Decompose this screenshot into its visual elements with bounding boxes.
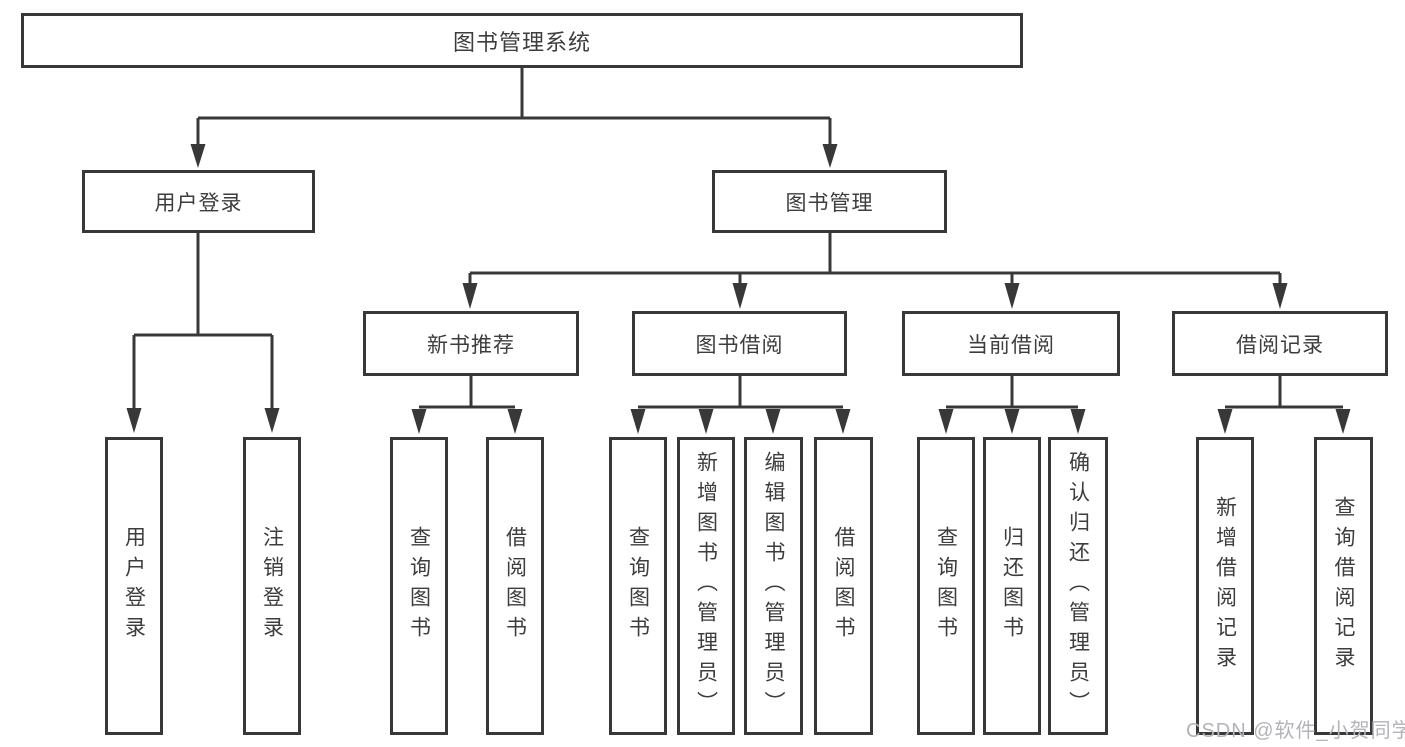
leaf-query-books-current: 查询图书 [917, 437, 975, 735]
node-label: 用户登录 [122, 526, 146, 646]
leaf-user-login: 用户登录 [105, 437, 163, 735]
watermark-text: CSDN @软件_小贺同学 [1186, 720, 1405, 742]
node-label: 编辑图书（管理员） [762, 451, 785, 721]
leaf-borrow-books-borrowing: 借阅图书 [814, 437, 873, 735]
node-label: 借阅图书 [832, 526, 855, 646]
leaf-edit-books-admin: 编辑图书（管理员） [744, 437, 803, 735]
leaf-query-books-recommend: 查询图书 [390, 437, 448, 735]
leaf-logout: 注销登录 [243, 437, 301, 735]
node-label: 新书推荐 [427, 333, 515, 357]
leaf-add-books-admin: 新增图书（管理员） [677, 437, 735, 735]
node-label: 图书管理系统 [452, 29, 591, 55]
node-label: 借阅图书 [503, 526, 527, 646]
leaf-confirm-return-admin: 确认归还（管理员） [1048, 437, 1108, 735]
node-label: 借阅记录 [1236, 333, 1324, 357]
node-label: 注销登录 [260, 526, 284, 646]
leaf-return-books: 归还图书 [983, 437, 1041, 735]
node-new-book-recommend: 新书推荐 [363, 311, 579, 376]
node-label: 查询图书 [934, 526, 958, 646]
node-label: 图书管理 [785, 191, 874, 215]
leaf-query-borrow-record: 查询借阅记录 [1314, 437, 1373, 735]
node-label: 归还图书 [1000, 526, 1024, 646]
node-label: 查询图书 [626, 526, 650, 646]
node-label: 查询图书 [407, 526, 431, 646]
node-borrow-records: 借阅记录 [1172, 311, 1388, 376]
node-book-borrowing: 图书借阅 [632, 311, 847, 376]
node-label: 新增图书（管理员） [694, 451, 718, 721]
node-book-management-system: 图书管理系统 [21, 13, 1023, 68]
node-current-borrowing: 当前借阅 [902, 311, 1120, 376]
node-label: 用户登录 [154, 191, 243, 215]
leaf-borrow-books-recommend: 借阅图书 [486, 437, 544, 735]
leaf-add-borrow-record: 新增借阅记录 [1196, 437, 1254, 735]
node-label: 确认归还（管理员） [1066, 451, 1090, 721]
node-book-management: 图书管理 [712, 170, 947, 233]
node-label: 当前借阅 [967, 333, 1055, 357]
node-label: 图书借阅 [695, 333, 784, 357]
node-user-login: 用户登录 [82, 170, 315, 233]
node-label: 查询借阅记录 [1332, 496, 1355, 676]
node-label: 新增借阅记录 [1213, 496, 1237, 676]
leaf-query-books-borrowing: 查询图书 [609, 437, 667, 735]
